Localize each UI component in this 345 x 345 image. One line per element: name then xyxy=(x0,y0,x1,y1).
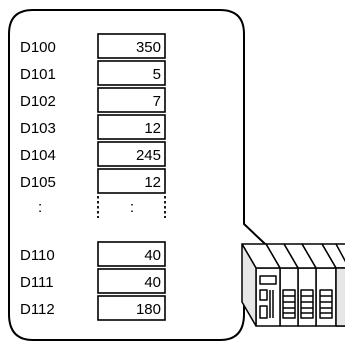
register-value-box xyxy=(97,33,166,59)
register-value: 350 xyxy=(136,39,161,56)
plc-module xyxy=(283,243,317,327)
register-value: 12 xyxy=(144,120,161,137)
register-row-ellipsis: : : xyxy=(38,196,166,218)
register-value-box xyxy=(97,87,166,113)
register-address: D104 xyxy=(20,147,56,164)
register-value-box xyxy=(97,114,166,140)
register-value-box xyxy=(97,141,166,167)
register-address: D110 xyxy=(20,247,55,264)
register-address: D111 xyxy=(20,274,54,291)
register-row: D100 350 xyxy=(20,33,166,59)
register-row: D104 245 xyxy=(20,141,166,167)
register-row: D102 7 xyxy=(20,87,166,113)
plc-module xyxy=(301,243,345,327)
plc-rack-icon xyxy=(241,243,345,327)
register-value: 7 xyxy=(153,93,161,110)
register-address: D100 xyxy=(20,39,56,56)
register-address-ellipsis: : xyxy=(38,199,42,216)
register-row: D105 12 xyxy=(20,168,166,194)
register-address: D103 xyxy=(20,120,56,137)
register-value: 12 xyxy=(144,174,161,191)
register-value-ellipsis: : xyxy=(130,199,134,216)
register-address: D112 xyxy=(20,301,55,318)
plc-cpu-module xyxy=(241,243,281,327)
register-row: D103 12 xyxy=(20,114,166,140)
register-value: 40 xyxy=(144,274,161,291)
register-row: D112 180 xyxy=(20,295,166,321)
register-value-box xyxy=(97,168,166,194)
register-value: 5 xyxy=(153,66,161,83)
register-address: D102 xyxy=(20,93,56,110)
register-value-box xyxy=(97,60,166,86)
register-table: D100 350 D101 5 D102 7 D103 12 D104 245 … xyxy=(20,33,166,321)
register-value: 245 xyxy=(136,147,161,164)
register-row: D110 40 xyxy=(20,241,166,267)
register-row: D101 5 xyxy=(20,60,166,86)
register-value: 180 xyxy=(136,301,161,318)
register-value: 40 xyxy=(144,247,161,264)
register-row: D111 40 xyxy=(20,268,166,294)
register-value-box xyxy=(97,295,166,321)
register-value-box xyxy=(97,241,166,267)
register-address: D105 xyxy=(20,174,56,191)
register-address: D101 xyxy=(20,66,56,83)
register-value-box xyxy=(97,268,166,294)
